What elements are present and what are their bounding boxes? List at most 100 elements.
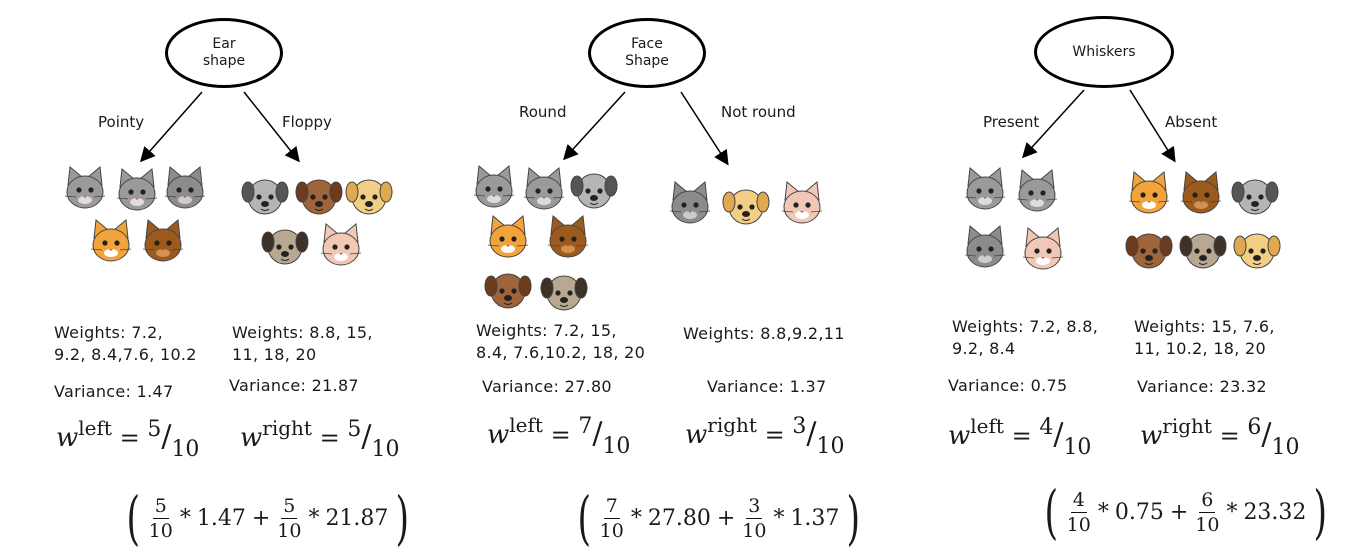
times-sign: * [308, 505, 320, 531]
times-sign: * [179, 505, 191, 531]
right-weights: Weights: 8.8, 15, 11, 18, 20 [232, 323, 373, 364]
w-right-num: 3 [792, 414, 807, 439]
split-arrows [140, 91, 300, 163]
slash: / [1053, 417, 1064, 452]
w-symbol: w [1140, 421, 1163, 451]
right-variance: Variance: 23.32 [1137, 377, 1267, 396]
gray-cat-icon [519, 164, 569, 214]
wolf-cat-icon [160, 163, 210, 213]
equals-sign: = [1219, 422, 1240, 450]
split-arrows [1021, 89, 1176, 163]
w-right-num: 5 [347, 417, 362, 442]
orange-cat-icon [483, 212, 533, 262]
times-sign: * [630, 505, 642, 531]
gray-cat-icon [960, 164, 1010, 214]
denominator: 10 [1066, 513, 1091, 536]
brown-cat-icon [543, 212, 593, 262]
w-right-den: 10 [371, 437, 400, 462]
tan-dog-icon [344, 170, 394, 220]
root-node-face-shape: Face Shape [588, 18, 706, 88]
gray-dog-icon [1230, 170, 1280, 220]
w-right-num: 6 [1247, 415, 1262, 440]
right-variance: Variance: 21.87 [229, 376, 359, 395]
pug-dog-icon [539, 266, 589, 316]
w-left-sup: left [78, 416, 112, 440]
slash: / [161, 419, 172, 454]
equals-sign: = [119, 424, 140, 452]
variance-value: 1.47 [196, 505, 246, 531]
w-left-den: 10 [1063, 435, 1092, 460]
variance-value: 0.75 [1114, 499, 1164, 525]
left-weights: Weights: 7.2, 8.8, 9.2, 8.4 [952, 317, 1099, 358]
brown-cat-icon [1176, 168, 1226, 218]
gray-dog-icon [240, 170, 290, 220]
denominator: 10 [148, 519, 173, 542]
denominator: 10 [742, 519, 767, 542]
w-left-num: 4 [1039, 415, 1054, 440]
gray-cat-icon [1012, 166, 1062, 216]
gray-cat-icon [469, 162, 519, 212]
branch-label-not-round: Not round [721, 103, 796, 121]
wolf-cat-icon [960, 222, 1010, 272]
equals-sign: = [764, 421, 785, 449]
w-left-formula: wleft = 5/10 [56, 416, 199, 462]
root-node-ear-shape: Ear shape [165, 18, 283, 88]
orange-cat-icon [1124, 168, 1174, 218]
gray-cat-icon [112, 165, 162, 215]
w-symbol: w [56, 423, 79, 453]
w-symbol: w [487, 420, 510, 450]
left-variance: Variance: 1.47 [54, 382, 174, 401]
orange-cat-icon [86, 216, 136, 266]
times-sign: * [1097, 499, 1109, 525]
right-weights: Weights: 8.8,9.2,11 [683, 324, 845, 343]
w-symbol: w [948, 421, 971, 451]
w-right-formula: wright = 5/10 [240, 416, 399, 462]
pink-cat-icon [1018, 224, 1068, 274]
w-left-den: 10 [171, 437, 200, 462]
equals-sign: = [1011, 422, 1032, 450]
numerator: 5 [281, 494, 298, 519]
slash: / [361, 419, 372, 454]
slash: / [806, 416, 817, 451]
w-symbol: w [240, 423, 263, 453]
pink-cat-icon [777, 178, 827, 228]
numerator: 6 [1199, 488, 1216, 513]
tan-dog-icon [1232, 224, 1282, 274]
panel-face-shape: Face Shape Round Not round Weights: 7.2,… [455, 0, 910, 548]
left-variance: Variance: 27.80 [482, 377, 612, 396]
wolf-cat-icon [665, 178, 715, 228]
right-weights: Weights: 15, 7.6, 11, 10.2, 18, 20 [1134, 317, 1275, 358]
denominator: 10 [599, 519, 624, 542]
split-arrows [562, 91, 729, 166]
numerator: 5 [152, 494, 169, 519]
variance-value: 1.37 [790, 505, 840, 531]
branch-label-round: Round [519, 103, 567, 121]
w-left-sup: left [970, 414, 1004, 438]
w-left-num: 7 [578, 414, 593, 439]
variance-value: 21.87 [325, 505, 389, 531]
w-right-formula: wright = 3/10 [685, 413, 844, 459]
left-weights: Weights: 7.2, 9.2, 8.4,7.6, 10.2 [54, 323, 197, 364]
variance-value: 27.80 [647, 505, 711, 531]
w-symbol: w [685, 420, 708, 450]
left-paren: ( [577, 484, 592, 552]
times-sign: * [1226, 499, 1238, 525]
branch-label-present: Present [983, 113, 1040, 131]
denominator: 10 [1195, 513, 1220, 536]
gray-cat-icon [60, 163, 110, 213]
numerator: 7 [603, 494, 620, 519]
root-node-whiskers: Whiskers [1034, 16, 1174, 88]
plus-sign: + [251, 505, 271, 531]
pug-dog-icon [260, 220, 310, 270]
panel-whiskers: Whiskers Present Absent Weights: 7.2, 8.… [910, 0, 1365, 542]
brown-dog-icon [483, 264, 533, 314]
equals-sign: = [550, 421, 571, 449]
w-right-sup: right [707, 413, 757, 437]
panel-ear-shape: Ear shape Pointy Floppy Weights: 7.2, 9.… [0, 0, 455, 548]
